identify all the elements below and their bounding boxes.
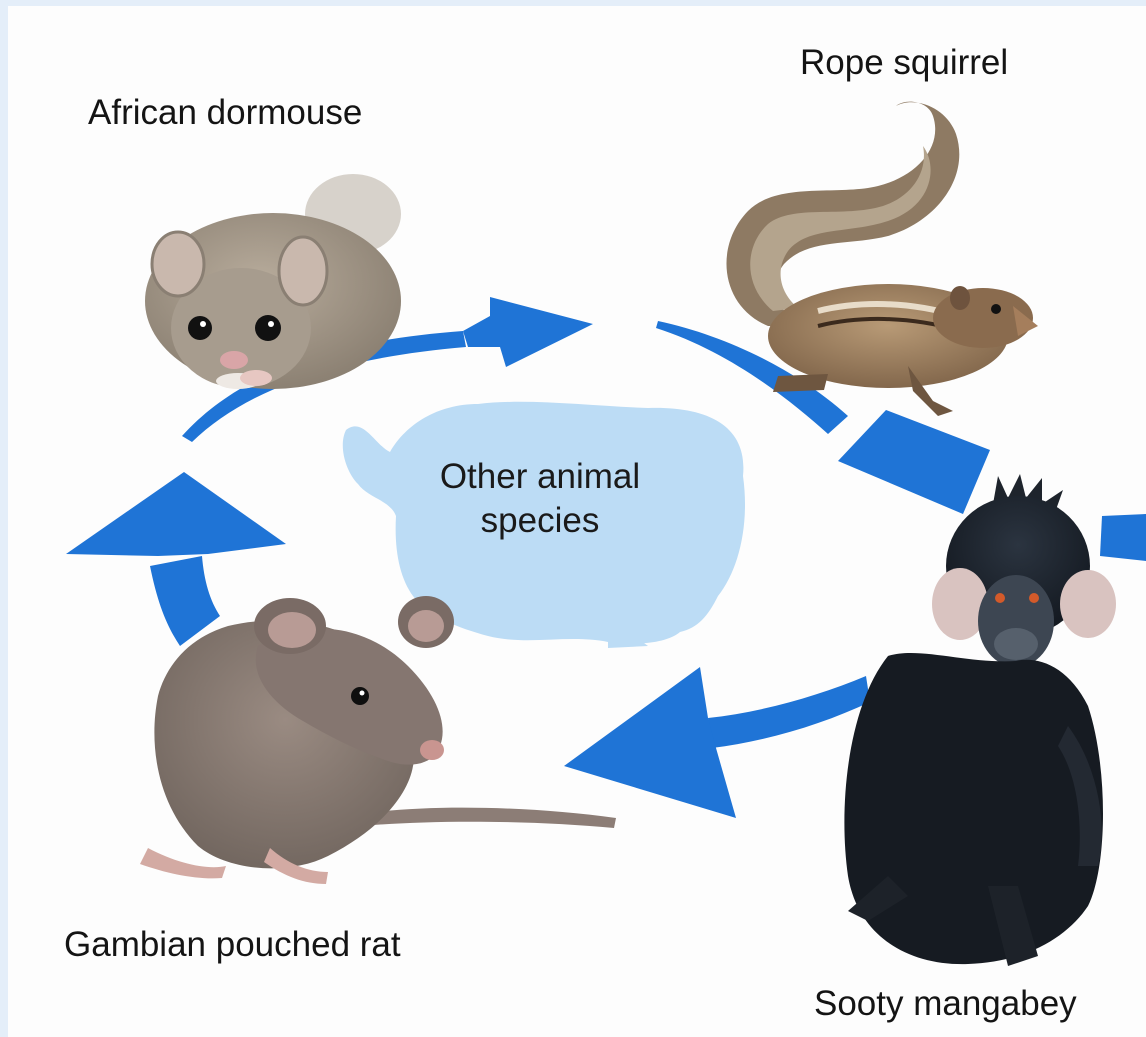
diagram-canvas: African dormouse Rope squirrel Sooty man… (8, 6, 1146, 1037)
african-dormouse-photo (145, 174, 401, 389)
label-other-animal-species: Other animal species (390, 455, 690, 543)
arrow-rat-to-dormouse (66, 472, 286, 646)
center-label-line2: species (390, 499, 690, 543)
sooty-mangabey-photo (844, 474, 1116, 966)
label-gambian-pouched-rat: Gambian pouched rat (64, 924, 401, 966)
arrow-mangabey-to-rat (564, 667, 870, 818)
center-label-line1: Other animal (390, 455, 690, 499)
label-sooty-mangabey: Sooty mangabey (814, 983, 1077, 1025)
label-rope-squirrel: Rope squirrel (800, 42, 1008, 84)
label-african-dormouse: African dormouse (88, 92, 362, 134)
arrow-offscreen-right (1100, 514, 1146, 561)
